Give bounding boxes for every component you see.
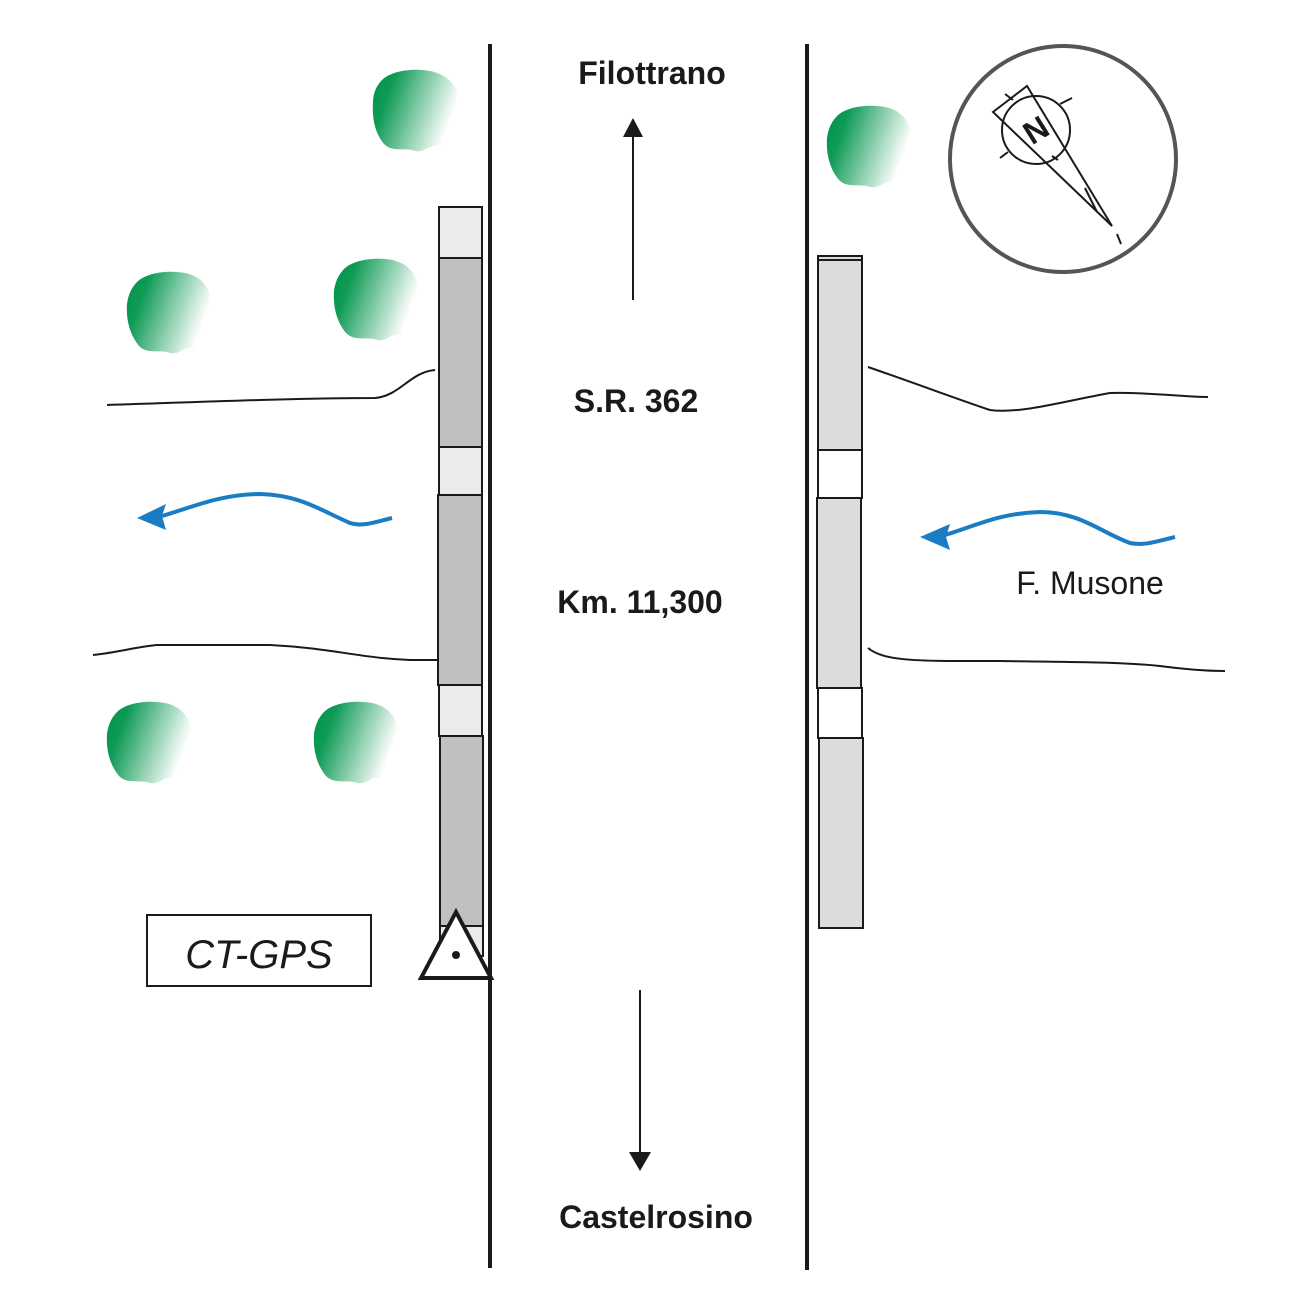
river-bank-left-north — [106, 369, 436, 406]
barrier-segment — [438, 257, 483, 448]
barrier-left — [437, 206, 484, 957]
tree-icon — [372, 69, 459, 152]
arrow-head-north-icon — [623, 118, 643, 137]
river-label: F. Musone — [1016, 565, 1164, 601]
barrier-segment — [438, 684, 483, 737]
tree-icon — [313, 701, 399, 784]
barrier-segment — [818, 737, 864, 929]
barrier-segment — [816, 497, 862, 689]
tree-icon — [126, 271, 212, 354]
barrier-segment — [817, 687, 863, 739]
barrier-segment — [439, 735, 484, 927]
compass-rose: N — [948, 44, 1178, 274]
river-flow-arrow-right — [920, 509, 1176, 550]
barrier-segment — [817, 449, 863, 499]
tree-icon — [106, 701, 192, 784]
north-arrow-icon — [991, 84, 1122, 245]
river-flow-arrow-left — [137, 491, 393, 530]
tree-icon — [826, 105, 912, 188]
station-label-box — [146, 914, 372, 987]
north-destination-label: Filottrano — [578, 55, 726, 91]
river-bank-left-south — [92, 644, 438, 661]
barrier-segment — [438, 446, 483, 496]
gps-station-marker-icon — [417, 907, 495, 980]
tree-group — [106, 69, 912, 784]
road-name-label: S.R. 362 — [574, 383, 699, 419]
barrier-segment — [437, 494, 483, 686]
station-label: CT-GPS — [185, 933, 333, 977]
barrier-segment — [817, 259, 863, 451]
tree-icon — [333, 258, 419, 341]
kilometer-label: Km. 11,300 — [557, 584, 722, 620]
compass-ring — [948, 44, 1178, 274]
barrier-right — [816, 255, 864, 929]
barrier-segment — [438, 206, 483, 259]
arrow-head-south-icon — [629, 1152, 651, 1171]
river-bank-right-north — [867, 366, 1209, 412]
south-destination-label: Castelrosino — [559, 1199, 753, 1235]
river-bank-right-south — [867, 647, 1226, 672]
